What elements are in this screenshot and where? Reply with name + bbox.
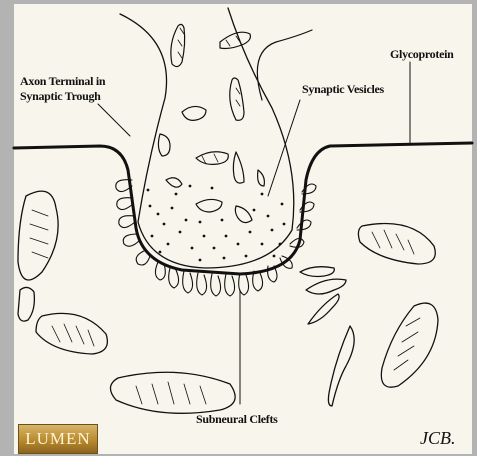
muscle-mitochondria — [18, 191, 438, 413]
label-axon-terminal-line2: Synaptic Trough — [20, 89, 101, 103]
synaptic-vesicles — [147, 185, 286, 262]
leader-lines — [98, 62, 410, 404]
label-subneural-clefts: Subneural Clefts — [196, 412, 278, 426]
terminal-mitochondria — [158, 24, 264, 222]
label-synaptic-vesicles: Synaptic Vesicles — [302, 82, 384, 96]
label-glycoprotein: Glycoprotein — [390, 47, 454, 61]
label-axon-terminal-line1: Axon Terminal in — [20, 74, 105, 88]
artist-signature: JCB. — [420, 428, 456, 449]
lumen-logo: LUMEN — [18, 424, 98, 454]
